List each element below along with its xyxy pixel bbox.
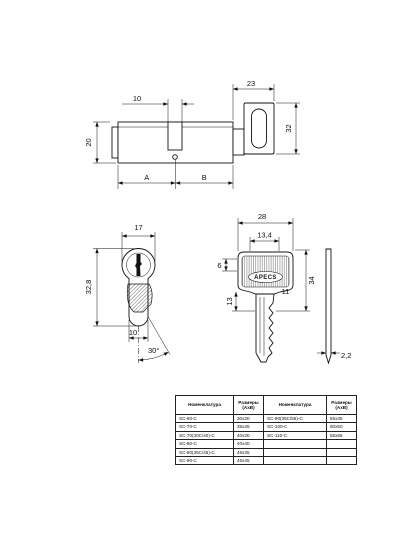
dim-6-label: 6: [217, 261, 221, 270]
table-cell-size: 55x55: [326, 430, 357, 441]
table-cell-nomenclature: SC-80-C: [175, 439, 234, 449]
table-cell-nomenclature: SC-80(35C/45)-C: [175, 447, 234, 458]
table-cell-nomenclature: [263, 456, 327, 466]
header-sizes-left: Размеры (AxB): [233, 395, 264, 415]
key-blade: [255, 293, 275, 363]
angle-arc: [138, 351, 169, 362]
key-brand-badge: [248, 271, 283, 283]
dim-13-label: 13: [225, 297, 234, 305]
header-nomenclature-right: Номенклатура: [263, 395, 327, 415]
table-cell-nomenclature: SC-90-C: [175, 456, 234, 466]
table-cell-size: [326, 447, 357, 458]
dim-thickness-label: 2,2: [341, 351, 351, 360]
table-cell-nomenclature: SC-70-C: [175, 422, 234, 432]
table-cell-nomenclature: SC-70(30C/40)-C: [175, 430, 234, 441]
table-cell-size: 35x35: [233, 422, 264, 432]
table-cell-nomenclature: SC-100-C: [263, 422, 327, 432]
dim-angle-label: 30°: [148, 346, 159, 355]
table-cell-size: 45x35: [233, 447, 264, 458]
dim-a-label: A: [144, 173, 149, 182]
table-row: SC-80-C 40x40: [175, 439, 357, 449]
angle-reference-inclined: [147, 316, 171, 355]
table-header-row: Номенклатура Размеры (AxB) Номенклатура …: [175, 395, 357, 415]
table-cell-nomenclature: SC-110-C: [263, 430, 327, 441]
table-row: SC-80(35C/45)-C 45x35: [175, 447, 357, 458]
thumb-turn-neck: [232, 128, 245, 156]
dim-turn-length-label: 23: [247, 79, 255, 88]
dim-b-label: B: [202, 173, 207, 182]
dim-cam-width-label: 10: [133, 94, 141, 103]
key-brand-text: APECS: [254, 275, 277, 281]
cam-section-hatch: [126, 283, 153, 313]
table-cell-size: 40x40: [233, 439, 264, 449]
dim-11-label: 11: [282, 287, 290, 296]
table-cell-nomenclature: SC-90(35C/55)-C: [263, 413, 327, 424]
key-side-profile: [325, 248, 332, 365]
table-cell-size: [326, 456, 357, 466]
specification-table: Номенклатура Размеры (AxB) Номенклатура …: [175, 395, 357, 466]
table-row: SC-90-C 45x45: [175, 456, 357, 466]
dim-34-label: 34: [307, 276, 316, 284]
dim-body-height-label: 20: [84, 138, 93, 146]
table-cell-size: 40x30: [233, 430, 264, 441]
thumb-turn-grip-slot: [251, 108, 267, 149]
header-sizes-right: Размеры (AxB): [326, 395, 357, 415]
table-cell-size: 55x35: [326, 413, 357, 424]
table-cell-nomenclature: [263, 447, 327, 458]
table-row: SC-60-C 30x30 SC-90(35C/55)-C 55x35: [175, 413, 357, 424]
dim-key-inner-label: 13,4: [257, 231, 272, 240]
cylinder-plug: [126, 252, 151, 278]
cam-slot: [167, 121, 183, 151]
dim-profile-height-label: 32,8: [84, 280, 93, 295]
cylinder-front-cap: [111, 126, 119, 159]
dim-foot-label: 10: [129, 328, 137, 337]
table-row: SC-70-C 35x35 SC-100-C 50x50: [175, 422, 357, 432]
table-cell-nomenclature: SC-60-C: [175, 413, 234, 424]
table-row: SC-70(30C/40)-C 40x30 SC-110-C 55x55: [175, 430, 357, 441]
table-cell-size: 45x45: [233, 456, 264, 466]
table-cell-size: 30x30: [233, 413, 264, 424]
dim-diameter-label: 17: [134, 223, 142, 232]
fixing-screw-hole: [172, 154, 178, 160]
dim-key-width-label: 28: [258, 212, 266, 221]
cylinder-side-view: 10 23 32 20 A B: [84, 79, 300, 189]
header-nomenclature-left: Номенклатура: [175, 395, 234, 415]
dim-turn-height-label: 32: [284, 124, 293, 132]
cylinder-front-view: 17 32,8 10 30°: [84, 223, 171, 363]
keyway-icon: [135, 254, 142, 276]
table-cell-size: 50x50: [326, 422, 357, 432]
table-cell-size: [326, 439, 357, 449]
key-view: 28 13,4 APECS 6 11 13 34: [217, 212, 351, 365]
table-cell-nomenclature: [263, 439, 327, 449]
